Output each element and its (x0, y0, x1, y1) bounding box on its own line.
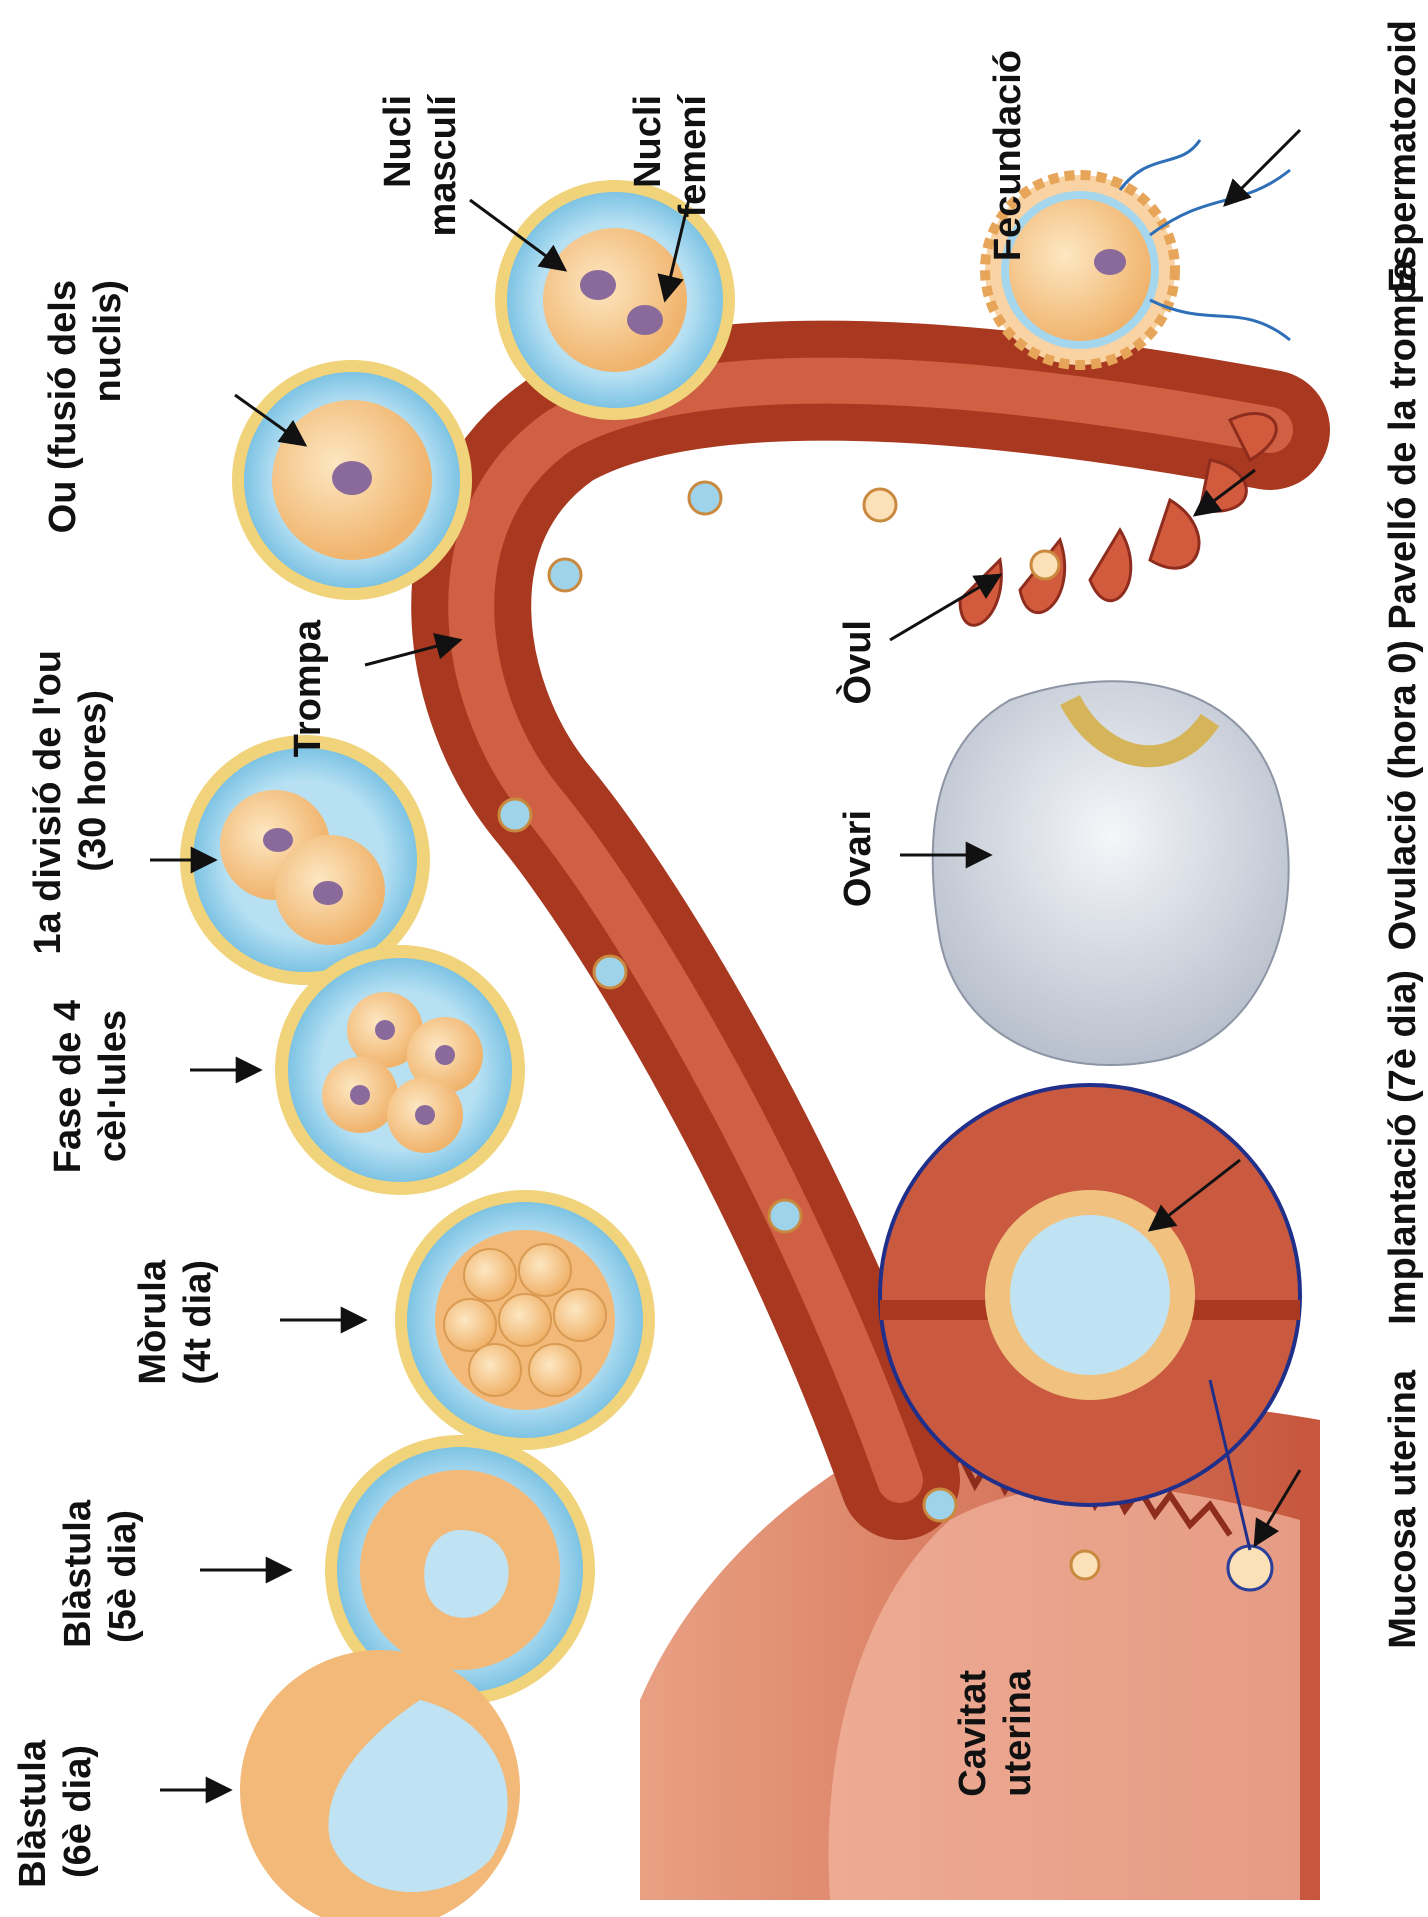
label-blastula6-line2: (6è dia) (57, 1745, 99, 1878)
fertilization-illustration (985, 140, 1290, 365)
label-pavello: Pavelló de la trompa (1382, 259, 1424, 629)
stage-blastula-6 (240, 1650, 520, 1917)
label-blastula5-line2: (5è dia) (102, 1510, 144, 1643)
label-cavitat-line1: Cavitat (952, 1670, 994, 1797)
label-ovulacio: Ovulació (hora 0) (1382, 640, 1424, 950)
label-nucli-masculi-line2: masculí (422, 94, 464, 237)
label-mucosa: Mucosa uterina (1382, 1369, 1424, 1649)
label-ou-line1: Ou (fusió dels (42, 280, 84, 533)
label-fase4-line2: cèl·lules (92, 1010, 134, 1162)
label-implantacio: Implantació (7è dia) (1382, 970, 1424, 1325)
label-morula-line1: Mòrula (132, 1259, 174, 1384)
label-divisio-line2: (30 hores) (72, 690, 114, 872)
stage-four-cell (275, 945, 525, 1195)
label-blastula6-line1: Blàstula (12, 1739, 54, 1888)
stage-zygote (232, 360, 472, 600)
label-espermatozoid: Espermatozoid (1382, 20, 1424, 292)
label-fecundacio: Fecundació (987, 50, 1029, 261)
label-cavitat-line2: uterina (997, 1669, 1039, 1797)
label-trompa: Trompa (287, 619, 329, 757)
label-nucli-femeni-line1: Nucli (627, 95, 669, 188)
label-ovul: Òvul (835, 620, 879, 704)
label-fase4-line1: Fase de 4 (47, 1000, 89, 1173)
label-nucli-masculi-line1: Nucli (377, 95, 419, 188)
label-divisio-line1: 1a divisió de l'ou (27, 650, 69, 955)
label-ovari: Ovari (837, 810, 879, 907)
label-ou-line2: nuclis) (87, 280, 129, 402)
label-nucli-femeni-line2: femení (672, 94, 714, 218)
label-blastula5-line1: Blàstula (57, 1499, 99, 1648)
label-morula-line2: (4t dia) (177, 1260, 219, 1385)
stage-morula (395, 1190, 655, 1450)
